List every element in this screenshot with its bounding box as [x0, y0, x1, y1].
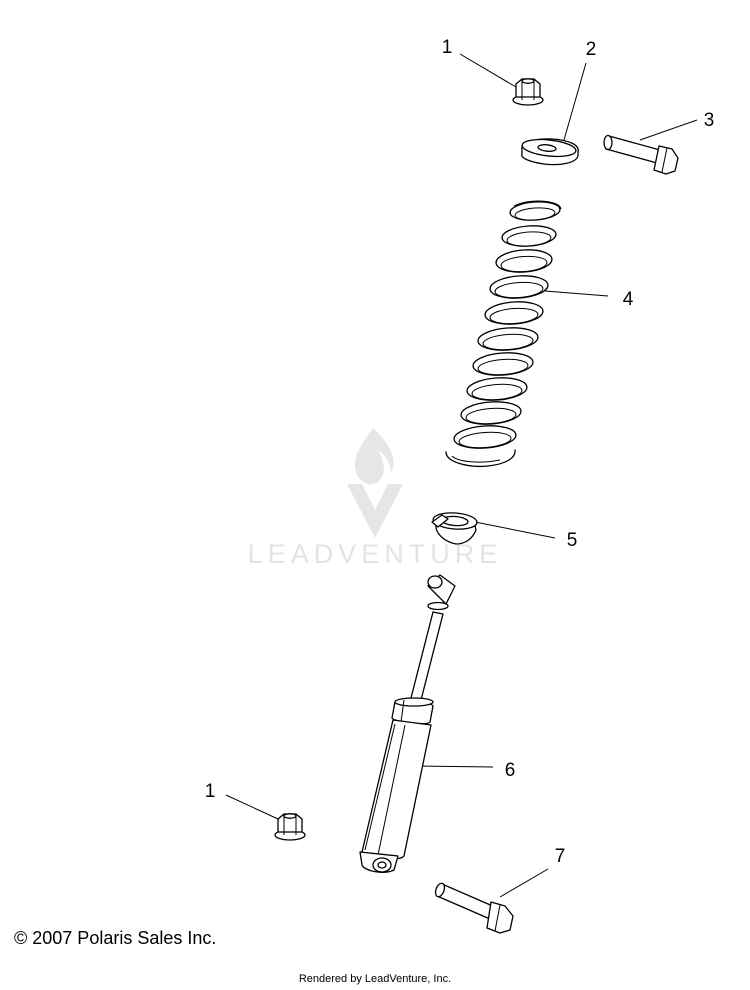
leader-line-2	[561, 62, 587, 148]
callout-label-2: 2	[586, 39, 597, 60]
watermark-text: LEADVENTURE	[248, 539, 503, 569]
callout-label-3: 3	[704, 110, 715, 131]
watermark: LEADVENTURE	[248, 428, 503, 569]
callout-label-1-bottom: 1	[205, 781, 216, 802]
copyright-text: © 2007 Polaris Sales Inc.	[14, 928, 217, 948]
coil-spring-icon	[445, 200, 562, 468]
shock-absorber-icon	[359, 574, 456, 873]
leader-line-5	[474, 521, 556, 539]
callout-label-6: 6	[505, 760, 516, 781]
leader-line-3	[639, 119, 698, 141]
flange-nut-icon	[274, 813, 306, 841]
v-logo-icon	[347, 484, 403, 538]
spring-retainer-icon	[431, 512, 478, 545]
bolt-icon	[603, 134, 679, 175]
leader-line-6	[414, 765, 494, 768]
leader-line-7	[499, 868, 549, 898]
flame-logo-icon	[354, 428, 394, 485]
callout-label-7: 7	[555, 846, 566, 867]
callout-label-4: 4	[623, 289, 634, 310]
leader-line-1-bottom	[225, 794, 279, 820]
leader-line-1-top	[459, 53, 517, 88]
flange-nut-icon	[512, 78, 544, 106]
rendered-by-text: Rendered by LeadVenture, Inc.	[298, 973, 452, 985]
leader-line-4	[544, 290, 609, 297]
leader-lines	[225, 53, 698, 898]
callout-label-1-top: 1	[442, 37, 453, 58]
washer-icon	[521, 138, 579, 166]
bolt-icon	[434, 882, 514, 934]
callout-label-5: 5	[567, 530, 578, 551]
